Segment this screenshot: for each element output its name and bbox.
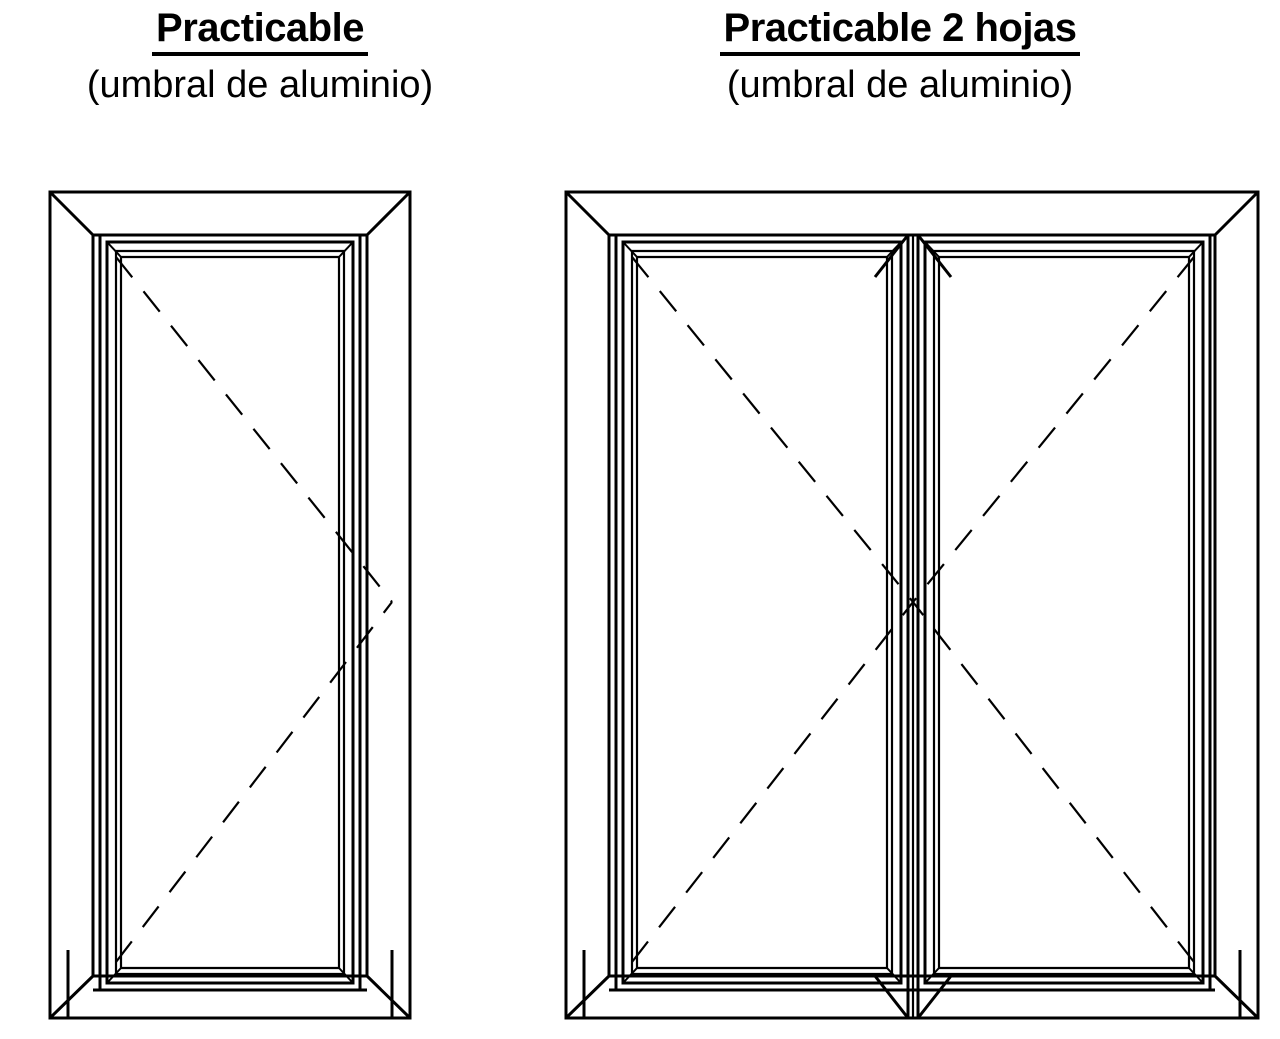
- page-title-practicable: Practicable: [152, 8, 368, 56]
- leaf-right-outer-edge: [916, 233, 1212, 992]
- aluminium-threshold-single: [66, 950, 394, 1018]
- door-svg-double: [564, 190, 1260, 1020]
- leaf-right-glazing-bead: [932, 249, 1196, 976]
- panel-title-block-left: Practicable (umbral de aluminio): [0, 8, 520, 104]
- leaf-right-opening-dash-bottom: [912, 601, 1195, 963]
- leaf-right: [916, 233, 1212, 992]
- aluminium-threshold-double: [582, 950, 1242, 1018]
- leaf-right-sash-frame: [923, 240, 1205, 985]
- opening-direction-symbol-double: [631, 256, 1195, 963]
- door-drawing-single: [0, 150, 520, 1039]
- leaf-right-glazing-bead-inner: [937, 255, 1191, 970]
- panel-title-block-right: Practicable 2 hojas (umbral de aluminio): [520, 8, 1280, 104]
- diagram-panel-practicable-single: Practicable (umbral de aluminio): [0, 0, 520, 1039]
- door-drawing-double: [520, 150, 1280, 1039]
- glazing-bead-single: [114, 249, 346, 976]
- outer-frame-single: [48, 190, 412, 1020]
- leaf-left-glazing-bead: [630, 249, 894, 976]
- frame-mitre-lines-double: [564, 190, 1260, 1020]
- leaf-left: [614, 233, 910, 992]
- leaf-left-opening-dash-bottom: [631, 601, 914, 963]
- leaf-left-glazing-bead-inner: [635, 255, 889, 970]
- frame-mitre-lines-single: [48, 190, 412, 1020]
- sash-frame-single: [105, 240, 355, 985]
- page-subtitle-practicable-2-hojas: (umbral de aluminio): [726, 64, 1074, 106]
- diagram-panel-practicable-double: Practicable 2 hojas (umbral de aluminio): [520, 0, 1280, 1039]
- door-svg-single: [48, 190, 412, 1020]
- glazing-bead-inner-single: [119, 255, 341, 970]
- opening-direction-symbol-single: [115, 256, 393, 963]
- leaf-outer-edge-single: [98, 233, 362, 992]
- frame-jamb-inner-single: [91, 233, 369, 978]
- page-subtitle-practicable: (umbral de aluminio): [86, 64, 434, 106]
- page-title-practicable-2-hojas: Practicable 2 hojas: [719, 8, 1081, 56]
- leaf-left-opening-dash-top: [631, 256, 914, 603]
- leaf-right-opening-dash-top: [912, 256, 1195, 603]
- leaf-left-mitre-lines: [622, 241, 902, 984]
- leaf-right-mitre-lines: [924, 241, 1204, 984]
- leaf-left-outer-edge: [614, 233, 910, 992]
- sash-mitre-lines-single: [106, 241, 354, 984]
- leaf-left-sash-frame: [621, 240, 903, 985]
